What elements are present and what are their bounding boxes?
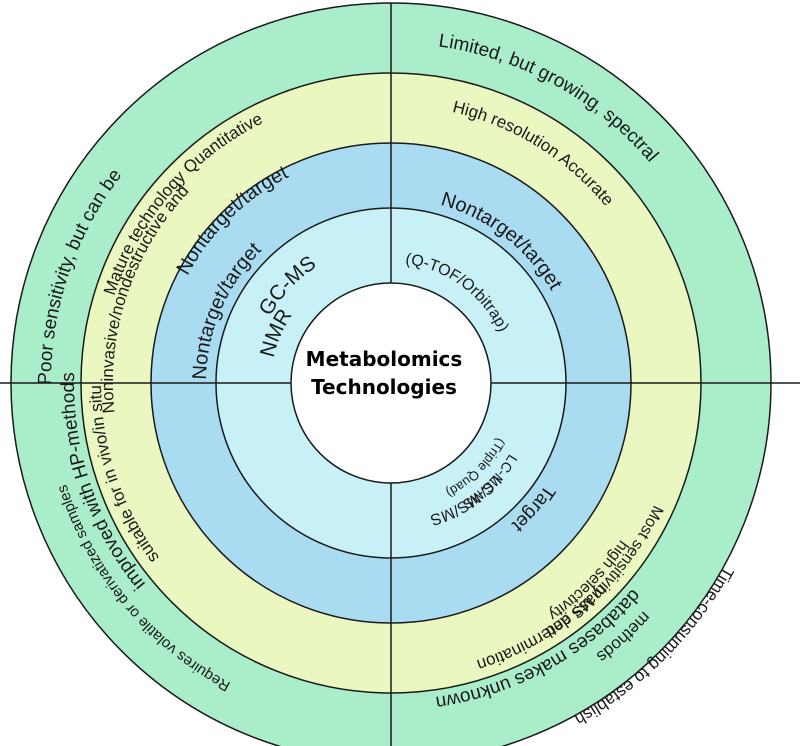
center-title-line2: Technologies (311, 375, 457, 399)
center-title-line1: Metabolomics (306, 347, 463, 371)
